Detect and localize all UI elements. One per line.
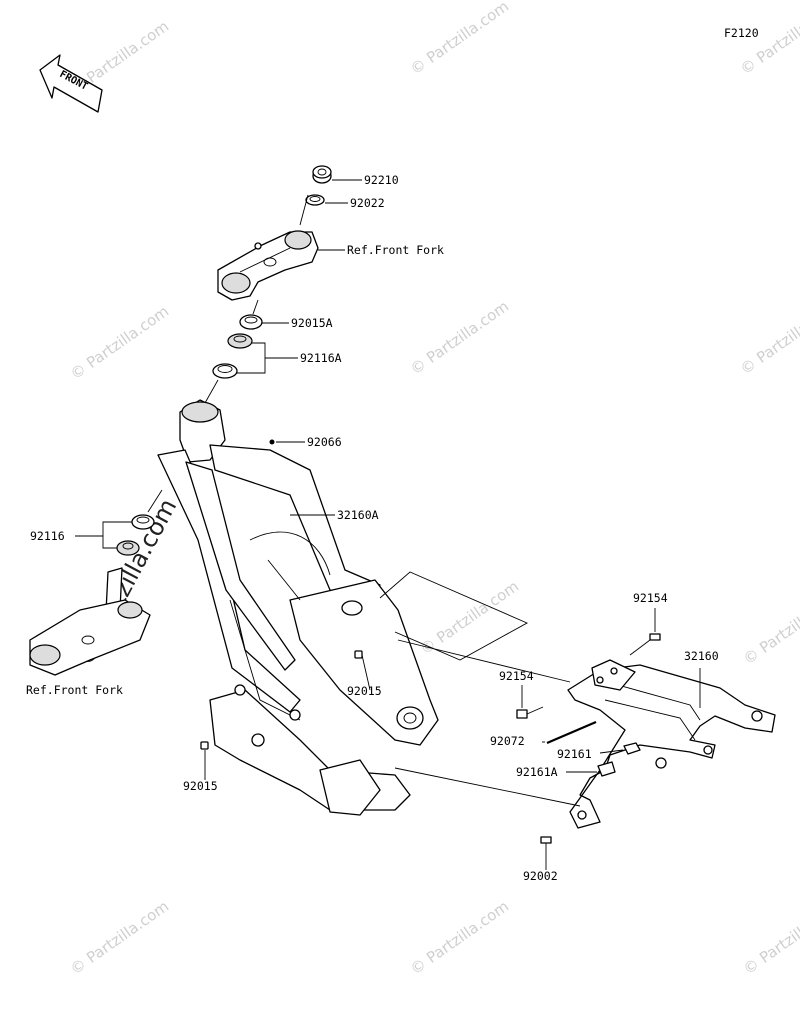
label-92015A: 92015A xyxy=(291,316,333,330)
label-92161A: 92161A xyxy=(516,765,558,779)
seal-92015A xyxy=(239,314,263,330)
label-92072: 92072 xyxy=(490,734,525,748)
label-92002: 92002 xyxy=(523,869,558,883)
sub-frame-32160 xyxy=(567,659,776,829)
label-ref-front-fork-top: Ref.Front Fork xyxy=(347,243,444,257)
bearing-92116A xyxy=(212,333,253,379)
label-92116A: 92116A xyxy=(300,351,342,365)
watermark: © Partzilla.com xyxy=(407,0,512,78)
label-92154-mid: 92154 xyxy=(499,669,534,683)
label-ref-front-fork-bottom: Ref.Front Fork xyxy=(26,683,123,697)
watermark: © Partzilla.com xyxy=(737,297,800,378)
damper-92161 xyxy=(623,742,641,755)
watermark: © Partzilla.com xyxy=(740,587,800,668)
watermark: © Partzilla.com xyxy=(417,577,522,658)
label-92015-left: 92015 xyxy=(183,779,218,793)
bolt-92002 xyxy=(540,836,552,856)
label-92161: 92161 xyxy=(557,747,592,761)
label-92116: 92116 xyxy=(30,529,65,543)
bolt-92154-mid xyxy=(516,706,544,719)
band-92072 xyxy=(546,720,597,745)
rivet-92066 xyxy=(269,439,275,445)
bolt-92154-top xyxy=(629,633,661,656)
label-92022: 92022 xyxy=(350,196,385,210)
label-32160A: 32160A xyxy=(337,508,379,522)
damper-92161A xyxy=(597,761,616,777)
nut-92210 xyxy=(312,165,332,184)
label-92154-top: 92154 xyxy=(633,591,668,605)
washer-92022 xyxy=(305,194,325,206)
watermark: © Partzilla.com xyxy=(407,897,512,978)
watermark: © Partzilla.com xyxy=(67,897,172,978)
label-92015-center: 92015 xyxy=(347,684,382,698)
watermark: © Partzilla.com xyxy=(407,297,512,378)
watermark: © Partzilla.com xyxy=(67,302,172,383)
lower-triple-clamp xyxy=(29,567,151,676)
upper-triple-clamp xyxy=(217,230,319,301)
label-92210: 92210 xyxy=(364,173,399,187)
figure-code: F2120 xyxy=(724,26,759,40)
plug-92015-center xyxy=(354,650,363,659)
plug-92015-left xyxy=(200,741,209,750)
label-32160: 32160 xyxy=(684,649,719,663)
watermark: © Partzilla.com xyxy=(740,897,800,978)
label-92066: 92066 xyxy=(307,435,342,449)
main-frame-32160A xyxy=(157,399,439,816)
bearing-92116 xyxy=(116,514,155,556)
